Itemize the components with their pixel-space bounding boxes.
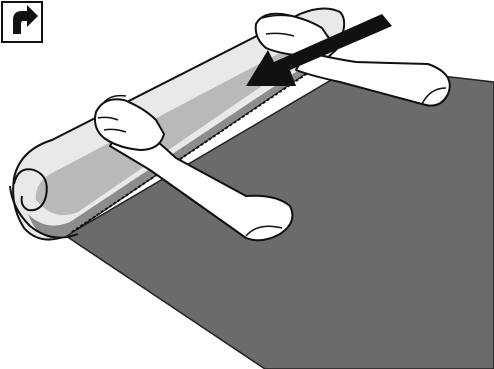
rotate-clockwise-icon [2, 2, 42, 42]
